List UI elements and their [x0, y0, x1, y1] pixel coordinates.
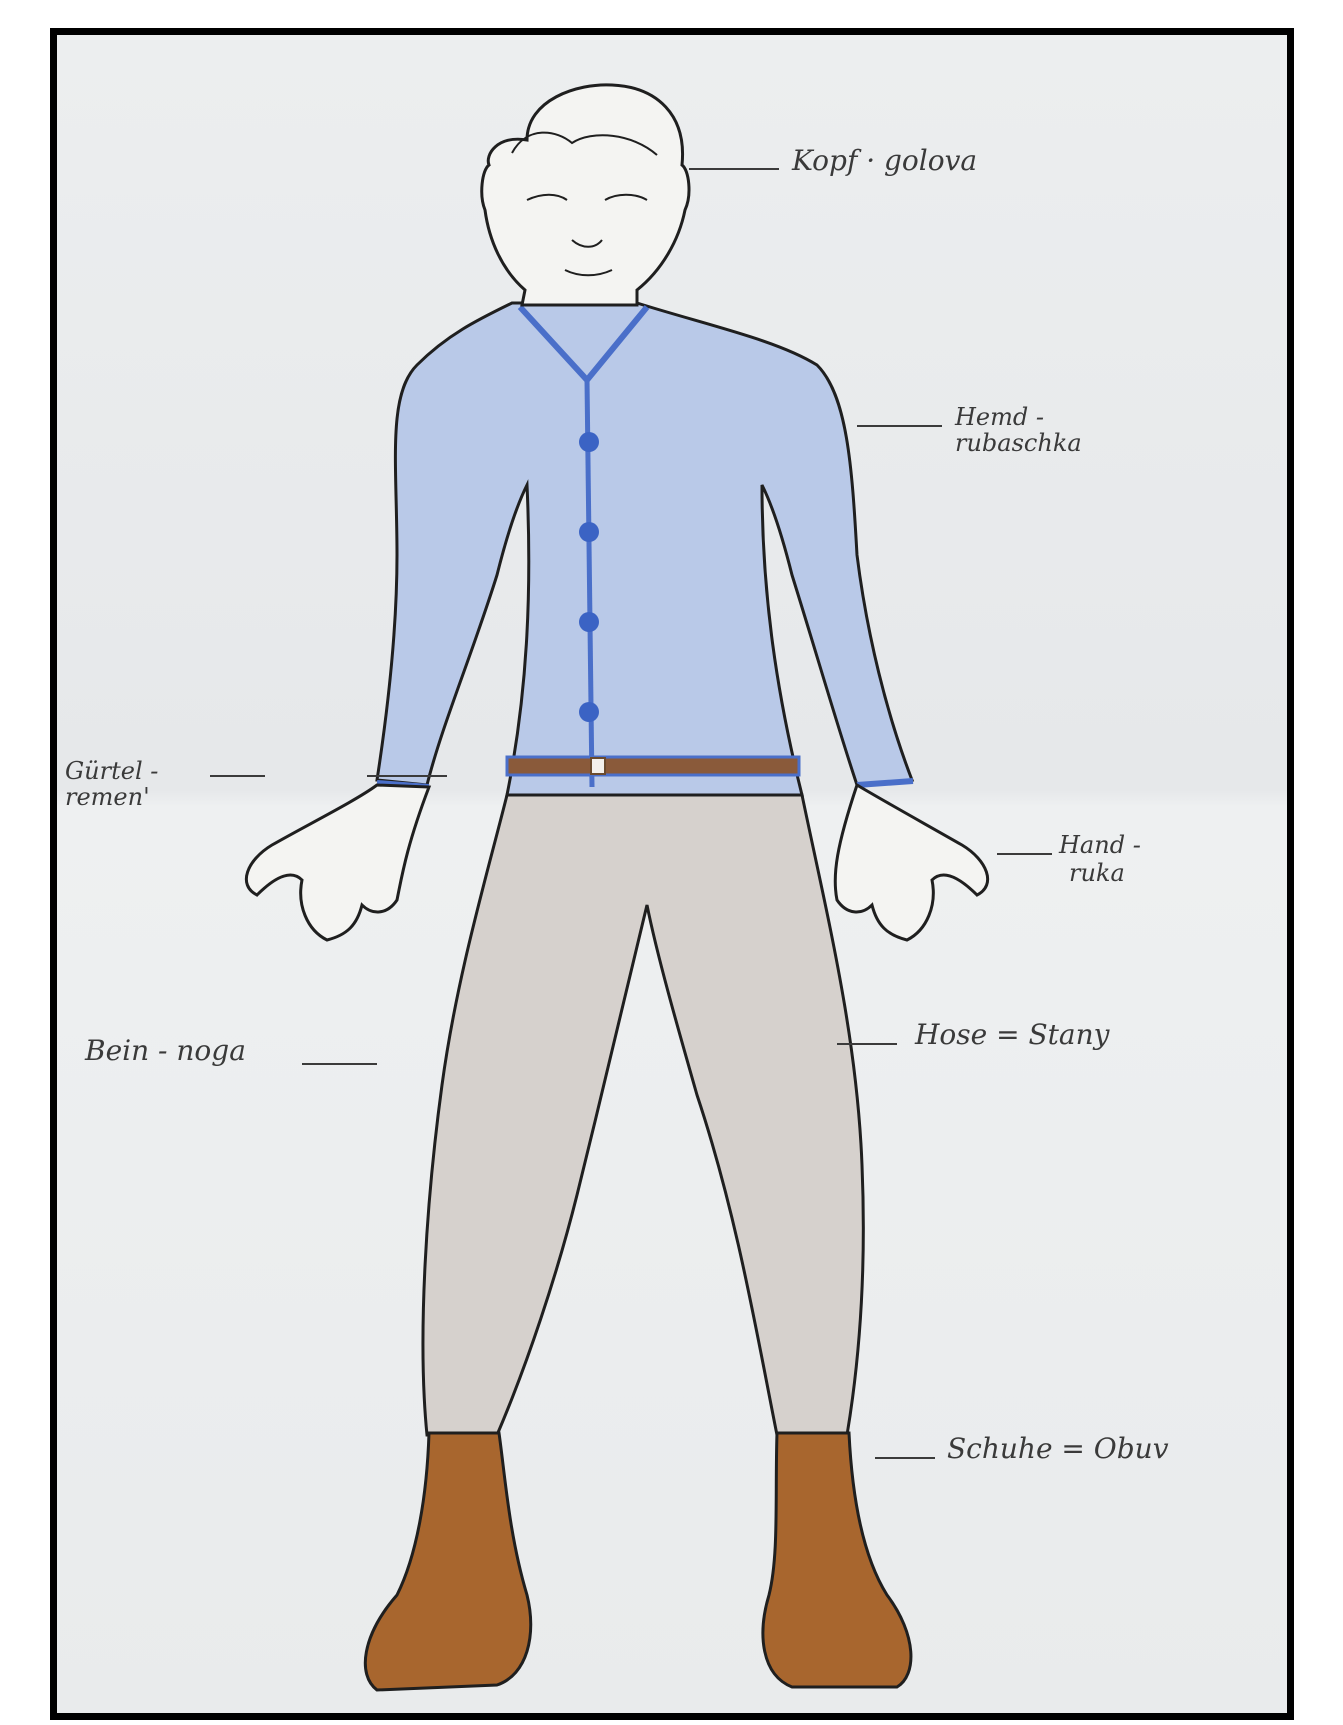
- drawing-sheet: Kopf · golova Hemd - rubaschka Gürtel - …: [50, 28, 1294, 1720]
- shirt: [377, 303, 912, 795]
- leader-line-kopf: [689, 168, 779, 170]
- shirt-button: [579, 702, 599, 722]
- leader-line-hose: [837, 1043, 897, 1045]
- label-bein: Bein - noga: [85, 1035, 246, 1067]
- label-hand-line1: Hand -: [1059, 831, 1141, 859]
- trousers: [423, 795, 863, 1435]
- right-cuff: [857, 781, 913, 785]
- label-guertel-line1: Gürtel -: [65, 757, 158, 785]
- leader-line-guertel-left: [210, 775, 265, 777]
- leader-line-schuhe: [875, 1457, 935, 1459]
- shirt-button: [579, 522, 599, 542]
- label-hand-line2: ruka: [1069, 859, 1125, 887]
- label-hemd-line2: rubaschka: [955, 429, 1082, 457]
- label-schuhe: Schuhe = Obuv: [947, 1433, 1169, 1465]
- left-hand: [246, 785, 429, 940]
- label-hose: Hose = Stany: [915, 1019, 1109, 1051]
- head: [482, 85, 689, 305]
- leader-line-bein: [302, 1063, 377, 1065]
- right-shoe: [763, 1433, 911, 1687]
- belt: [507, 757, 799, 775]
- label-guertel-line2: remen': [65, 783, 150, 811]
- leader-line-hemd: [857, 425, 942, 427]
- label-hemd-line1: Hemd -: [955, 403, 1044, 431]
- left-shoe: [365, 1433, 530, 1690]
- shirt-button: [579, 612, 599, 632]
- label-kopf: Kopf · golova: [792, 145, 977, 177]
- leader-line-hand: [997, 853, 1052, 855]
- leader-line-guertel-right: [367, 775, 447, 777]
- belt-buckle: [591, 758, 605, 774]
- right-hand: [835, 785, 987, 940]
- shirt-button: [579, 432, 599, 452]
